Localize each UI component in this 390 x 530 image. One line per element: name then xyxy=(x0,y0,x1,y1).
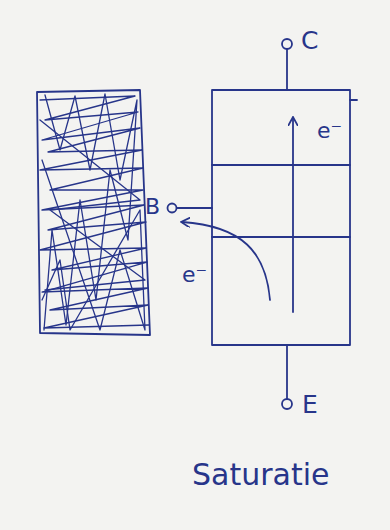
charge-label: e⁻ xyxy=(182,264,207,286)
hatching xyxy=(40,94,149,330)
junction-line xyxy=(212,164,350,166)
electron-flow-arrow xyxy=(182,222,270,300)
terminal-wire xyxy=(177,207,212,209)
terminal-wire xyxy=(286,345,288,399)
terminal-label: C xyxy=(301,28,318,53)
junction-line xyxy=(212,236,350,238)
terminal-label: E xyxy=(302,392,318,417)
shaded-block xyxy=(37,90,150,335)
terminal-circle xyxy=(282,39,292,49)
charge-label: e⁻ xyxy=(317,120,342,142)
terminal-circle xyxy=(282,399,292,409)
terminal-circle xyxy=(168,204,177,213)
tick-mark xyxy=(350,99,357,101)
electron-flow-arrow xyxy=(292,118,294,312)
transistor-body xyxy=(212,90,350,345)
terminal-wire xyxy=(286,49,288,90)
terminal-label: B xyxy=(145,196,160,218)
caption: Saturatie xyxy=(192,460,329,490)
